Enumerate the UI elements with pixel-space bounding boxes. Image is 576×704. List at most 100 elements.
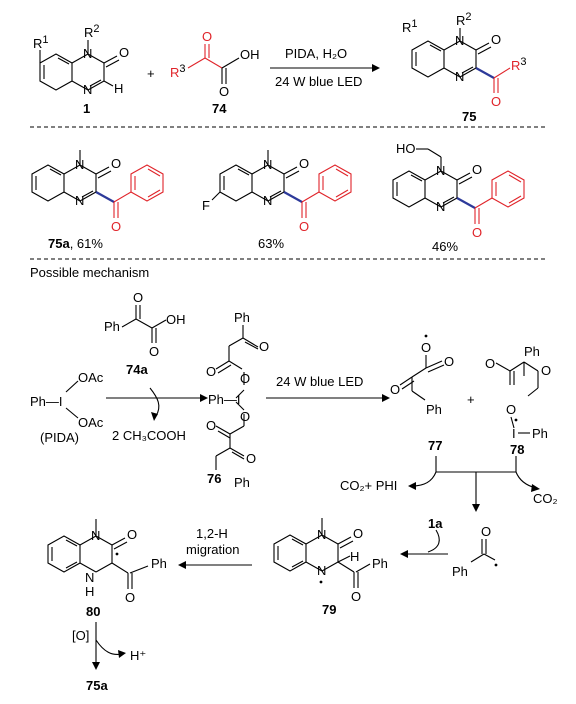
pida-label: (PIDA)	[40, 430, 79, 445]
r1-label: R1	[33, 34, 49, 51]
intermediate-79: N N O H O Ph 79	[273, 518, 388, 617]
o-label: O	[421, 340, 431, 355]
reactant-74: O OH O R3 74	[170, 29, 260, 116]
ligand-exchange-arrow: 2 CH₃COOH	[106, 387, 208, 443]
pida-phi: Ph—I	[30, 394, 63, 409]
pida-oac-top: OAc	[78, 370, 104, 385]
compound-74a-label: 74a	[126, 362, 148, 377]
mechanism-title: Possible mechanism	[30, 265, 149, 280]
reactant-1: N N O H R2 R1 1	[33, 23, 129, 116]
o-label: O	[133, 290, 143, 305]
product-oxygen: O	[491, 32, 501, 47]
example-fluoro: F N N O O 63%	[202, 150, 352, 251]
radical-77-label: 77	[428, 438, 442, 453]
o-label: O	[299, 156, 309, 171]
o-label: O	[259, 339, 269, 354]
acid-oxygen: O	[219, 84, 229, 99]
photolysis-conditions: 24 W blue LED	[276, 374, 363, 389]
n-label: N	[75, 157, 84, 172]
phenyl-label: Ph	[372, 556, 388, 571]
example-fluoro-yield: 63%	[258, 236, 284, 251]
plus-sign: +	[147, 66, 155, 81]
radical-78-label: 78	[510, 442, 524, 457]
radical-78: Ph O O O I Ph 78	[485, 344, 551, 457]
intermediate-76: Ph O O O Ph—I O O O Ph 76	[206, 310, 269, 490]
h-label: H	[350, 549, 359, 564]
product-75: N N O O R2 R1 R3 75	[402, 11, 527, 124]
compound-74-label: 74	[212, 101, 227, 116]
o-label: O	[351, 589, 361, 604]
reagent-1a: 1a	[428, 516, 443, 531]
o-label: O	[353, 526, 363, 541]
phenyl-label: Ph	[532, 426, 548, 441]
conditions-top: PIDA, H₂O	[285, 46, 347, 61]
o-label: O	[472, 225, 482, 240]
product-keto-oxygen: O	[491, 94, 501, 109]
o-label: O	[444, 354, 454, 369]
decarboxylation-paths: CO₂+ PHI CO₂	[340, 456, 558, 512]
fluorine-label: F	[202, 198, 210, 213]
n-label: N	[436, 163, 445, 178]
proton-label: H⁺	[130, 648, 146, 663]
iodine-label: I	[512, 426, 516, 441]
o-label: O	[485, 356, 495, 371]
phi-label: Ph—I	[208, 392, 241, 407]
hydroxyl-label: HO	[396, 141, 416, 156]
oxidation-arrow: [O] H⁺ 75a	[72, 622, 146, 693]
acid-oh: OH	[240, 47, 260, 62]
n-label: N	[263, 193, 272, 208]
compound-1-label: 1	[83, 101, 90, 116]
o-label: O	[299, 219, 309, 234]
phenyl-label: Ph	[426, 402, 442, 417]
phenyl-label: Ph	[234, 475, 250, 490]
o-label: O	[541, 363, 551, 378]
acid-hydroxyl: OH	[166, 312, 186, 327]
n-label: N	[75, 193, 84, 208]
o-label: O	[149, 344, 159, 359]
keto-oxygen: O	[202, 29, 212, 44]
product-n-top: N	[455, 33, 464, 48]
n-label: N	[91, 528, 100, 543]
compound-75-label: 75	[462, 109, 476, 124]
intermediate-80: N N H O O Ph 80	[47, 519, 167, 619]
radical-77: O O O Ph 77	[390, 334, 454, 453]
reaction-arrow: PIDA, H₂O 24 W blue LED	[270, 46, 380, 89]
o-label: O	[472, 162, 482, 177]
example-hydroxyethyl: HO N N O O 46%	[392, 141, 525, 254]
phenyl-label: Ph	[234, 310, 250, 325]
intermediate-76-label: 76	[207, 471, 221, 486]
co2-byproduct: CO₂	[533, 491, 558, 506]
phenyl-label: Ph	[524, 344, 540, 359]
conditions-bottom: 24 W blue LED	[275, 74, 362, 89]
photolysis-arrow: 24 W blue LED	[266, 374, 390, 402]
benzoyl-radical: O Ph	[452, 524, 498, 579]
product-n-bottom: N	[455, 69, 464, 84]
intermediate-79-label: 79	[322, 602, 336, 617]
migration-arrow: 1,2-H migration	[178, 526, 252, 569]
example-hydroxyethyl-yield: 46%	[432, 239, 458, 254]
phenyl-label: Ph	[104, 319, 120, 334]
nh-label: N	[85, 570, 94, 585]
r3-label: R3	[170, 63, 186, 80]
o-label: O	[127, 527, 137, 542]
oxidant-label: [O]	[72, 628, 89, 643]
radical-addition-arrow: 1a	[400, 516, 448, 558]
final-product-label: 75a	[86, 678, 108, 693]
example-75a: N N O O 75a, 61%	[31, 150, 164, 251]
co2-phi-byproduct: CO₂+ PHI	[340, 478, 397, 493]
product-r1: R1	[402, 18, 418, 35]
n-label: N	[317, 563, 326, 578]
acetic-acid-byproduct: 2 CH₃COOH	[112, 428, 186, 443]
n-label: N	[317, 527, 326, 542]
n-label: N	[263, 157, 272, 172]
o-label: O	[111, 156, 121, 171]
migration-label-bottom: migration	[186, 542, 239, 557]
oxygen-label: O	[119, 45, 129, 60]
o-label: O	[481, 524, 491, 539]
o-label: O	[240, 371, 250, 386]
pida: Ph—I OAc OAc (PIDA)	[30, 370, 104, 445]
o-label: O	[111, 219, 121, 234]
n-top-label: N	[83, 46, 92, 61]
